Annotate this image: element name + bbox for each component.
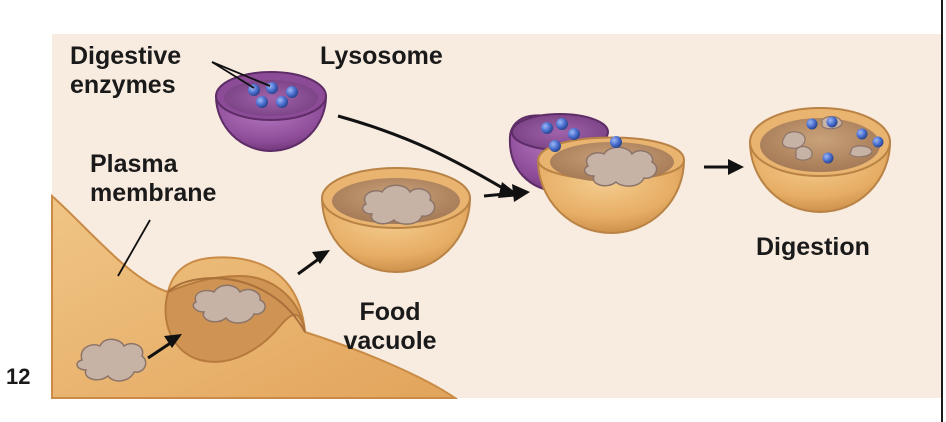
- enzyme-dot-icon: [856, 128, 868, 140]
- label-plasma-membrane: Plasma membrane: [90, 150, 216, 208]
- label-digestive-enzymes: Digestive enzymes: [70, 42, 181, 100]
- food-particle-icon: [583, 146, 658, 187]
- arrow-icon: [147, 334, 182, 360]
- lysosome: [214, 71, 328, 152]
- arrow-icon: [704, 159, 744, 175]
- label-line: Food: [359, 298, 421, 326]
- label-line: Plasma: [90, 150, 178, 178]
- enzyme-dot-icon: [286, 86, 298, 98]
- enzyme-dot-icon: [549, 140, 561, 152]
- food-particle-icon: [192, 284, 266, 324]
- enzyme-dot-icon: [806, 118, 818, 130]
- enzyme-dot-icon: [826, 116, 838, 128]
- label-line: membrane: [90, 179, 217, 207]
- enzyme-dot-icon: [822, 152, 834, 164]
- arrow-icon: [297, 250, 330, 276]
- label-line: vacuole: [343, 327, 437, 355]
- arrow-icon: [337, 114, 520, 198]
- enzyme-dot-icon: [256, 96, 268, 108]
- label-pointer: [211, 61, 271, 87]
- enzyme-dot-icon: [568, 128, 580, 140]
- label-line: Digestive: [70, 42, 182, 70]
- enzyme-dot-icon: [556, 118, 568, 130]
- food-particle-icon: [781, 131, 806, 149]
- invagination-rim: [167, 277, 306, 333]
- enzyme-dot-icon: [541, 122, 553, 134]
- enzyme-dot-icon: [276, 96, 288, 108]
- food-particle-icon: [849, 145, 873, 158]
- enzyme-dot-icon: [266, 82, 278, 94]
- food-vacuole: [320, 167, 472, 273]
- label-line: enzymes: [70, 71, 176, 99]
- food-particle-icon: [76, 338, 147, 382]
- label-digestion: Digestion: [756, 233, 870, 261]
- figure-number: 12: [6, 364, 31, 389]
- label-food-vacuole: Food vacuole: [330, 298, 450, 356]
- digestion-vacuole: [748, 107, 892, 213]
- food-particle-icon: [361, 184, 436, 225]
- enzyme-dot-icon: [610, 136, 622, 148]
- label-pointer: [211, 61, 255, 89]
- label-lysosome: Lysosome: [320, 42, 443, 70]
- enzyme-dot-icon: [872, 136, 884, 148]
- fusion-vacuole-lysosome: [508, 113, 686, 234]
- label-pointer: [117, 219, 151, 277]
- food-particle-icon: [795, 145, 813, 161]
